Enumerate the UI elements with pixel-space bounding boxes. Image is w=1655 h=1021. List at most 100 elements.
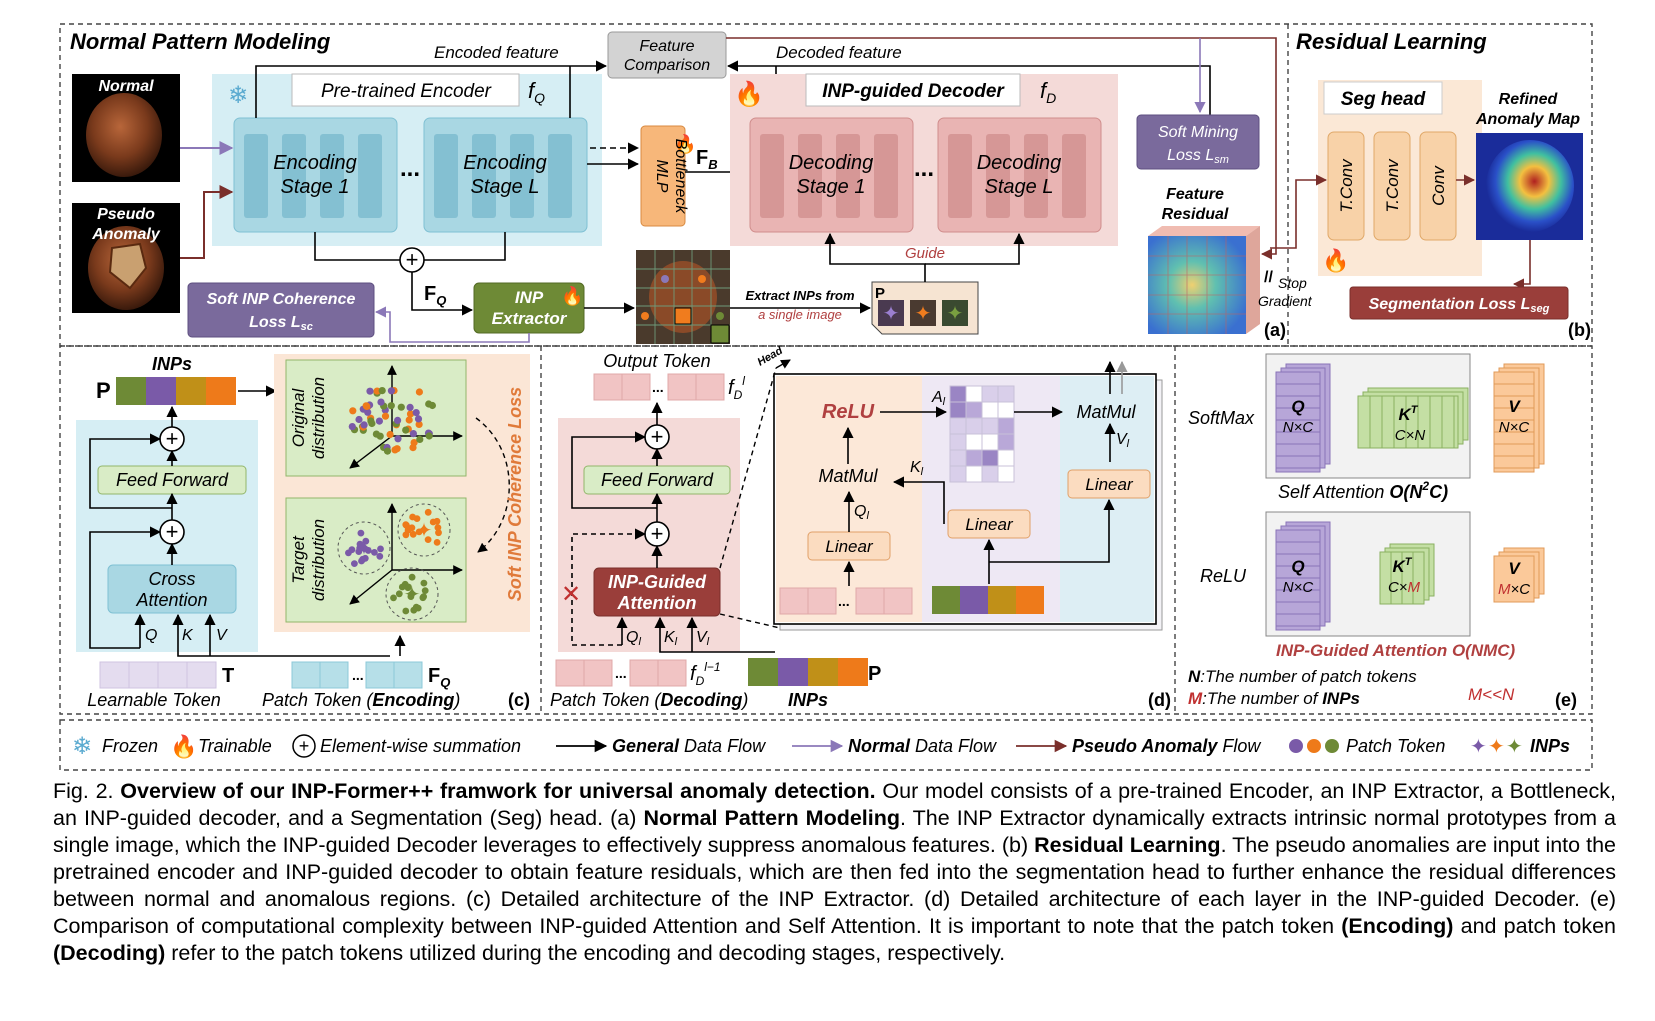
d-feed-forward-label: Feed Forward (601, 470, 714, 490)
zoom-line-top (719, 367, 777, 569)
target-dot (377, 545, 384, 553)
target-dot (408, 573, 416, 581)
target-dot (405, 583, 412, 591)
tconv-2-box (1373, 131, 1411, 241)
grid-highlight (674, 307, 692, 325)
orig-dot (415, 420, 423, 428)
c-cross-2: Attention (135, 590, 207, 610)
inp-tile-2 (910, 300, 936, 326)
target-dot (357, 529, 365, 537)
d-sum-bottom-symbol: + (651, 521, 664, 546)
residual-grid (1148, 236, 1246, 334)
d-matmul-right: MatMul (1076, 402, 1136, 422)
c-inp-2 (146, 377, 176, 405)
extract-inps-2: a single image (758, 307, 842, 322)
enc1-to-sum (314, 232, 400, 261)
k-matrix-layer (1357, 395, 1459, 449)
refined-1: Refined (1499, 91, 1559, 108)
legend-inps: INPs (1530, 736, 1570, 756)
dec1-bar-4 (874, 134, 898, 218)
attention-cell (981, 417, 999, 435)
sum-symbol: + (406, 247, 419, 272)
encoding-stage-1-label-a: Encoding (273, 152, 356, 174)
legend-star-purple: ✦ (1470, 736, 1487, 758)
target-axes (349, 503, 463, 605)
attention-cell (981, 449, 999, 467)
orig-dot (364, 408, 372, 416)
encL-bar-3 (510, 134, 534, 218)
attention-cell (997, 385, 1015, 403)
d-p: P (868, 663, 881, 685)
encoder-title-box (291, 73, 520, 107)
orig-dot (387, 402, 395, 410)
orig-dot (410, 439, 418, 447)
encL-bar-2 (472, 134, 496, 218)
attention-cell (981, 433, 999, 451)
d-inp-3 (808, 658, 838, 686)
decoding-stage-L-label-a: Decoding (977, 152, 1062, 174)
c-inp-3 (176, 377, 206, 405)
attention-cell (965, 449, 983, 467)
attention-cell (965, 401, 983, 419)
decoded-feature-arrow (726, 60, 1211, 118)
encoding-stage-L-label-b: Stage L (471, 176, 540, 198)
feature-residual-map (1148, 236, 1246, 334)
orig-dot (366, 387, 374, 395)
residual-flow-line (726, 37, 1277, 260)
c-k-arrow (172, 613, 390, 657)
orig-dot (387, 387, 395, 395)
residual-side-face (1246, 226, 1260, 334)
attention-cell (949, 417, 967, 435)
dec1-bar-3 (836, 134, 860, 218)
bottleneck-label-2: Bottleneck (672, 139, 689, 215)
target-dot (402, 607, 410, 615)
feature-residual-2: Residual (1162, 206, 1229, 223)
orig-dot (414, 415, 423, 423)
target-dot (355, 548, 363, 555)
caption-b3: (Encoding) (1341, 914, 1454, 938)
d-inp-4 (838, 658, 868, 686)
inp-guided-attention-label: INP-Guided Attention O(NMC) (1276, 641, 1516, 660)
soft-mining-1: Soft Mining (1158, 124, 1238, 141)
enc1-bar-1 (244, 134, 268, 218)
encoder-ellipsis: ... (400, 155, 420, 182)
orig-dot (405, 416, 413, 424)
v2-matrix-dims: M×C (1498, 581, 1530, 598)
attention-cell (949, 465, 967, 483)
decoding-stage-1-label-a: Decoding (789, 152, 874, 174)
tconv-1: T.Conv (1337, 158, 1356, 213)
d-matmul-left: MatMul (818, 466, 878, 486)
target-dot (424, 508, 432, 516)
inp-star-purple: ✦ (883, 303, 900, 325)
decoder-symbol: fD (1040, 78, 1056, 106)
att-inp-1 (932, 586, 960, 614)
attention-matrix (949, 385, 1015, 483)
attention-cell (997, 417, 1015, 435)
legend-trainable: Trainable (198, 736, 272, 756)
original-dots (348, 387, 436, 455)
decoded-feature-label: Decoded feature (776, 43, 902, 62)
orig-dot (394, 416, 402, 424)
target-dot (364, 547, 372, 554)
target-star: ✦ (404, 584, 421, 606)
d-vi: Vl (696, 629, 710, 648)
c-v: V (216, 627, 228, 644)
target-dot (398, 583, 406, 591)
orig-dot (394, 435, 402, 443)
soft-loss-vertical: Soft INP Coherence Loss (505, 387, 525, 601)
target-dot (356, 540, 364, 548)
target-dot (407, 593, 415, 600)
inp-star-green: ✦ (947, 303, 964, 325)
anomaly-crack (108, 242, 148, 290)
residual-top-face (1148, 226, 1260, 236)
v-matrix-layer (1493, 371, 1535, 473)
target-dot (362, 537, 370, 545)
stop-gradient-2: Gradient (1258, 293, 1313, 309)
d-inp-1 (748, 658, 778, 686)
d-residual-top (571, 431, 657, 509)
inp-tile-3 (942, 300, 968, 326)
target-1: Target (289, 535, 308, 584)
d-output-ellipsis: ... (652, 379, 664, 395)
attention-cell (981, 401, 999, 419)
dec1-bar-2 (798, 134, 822, 218)
